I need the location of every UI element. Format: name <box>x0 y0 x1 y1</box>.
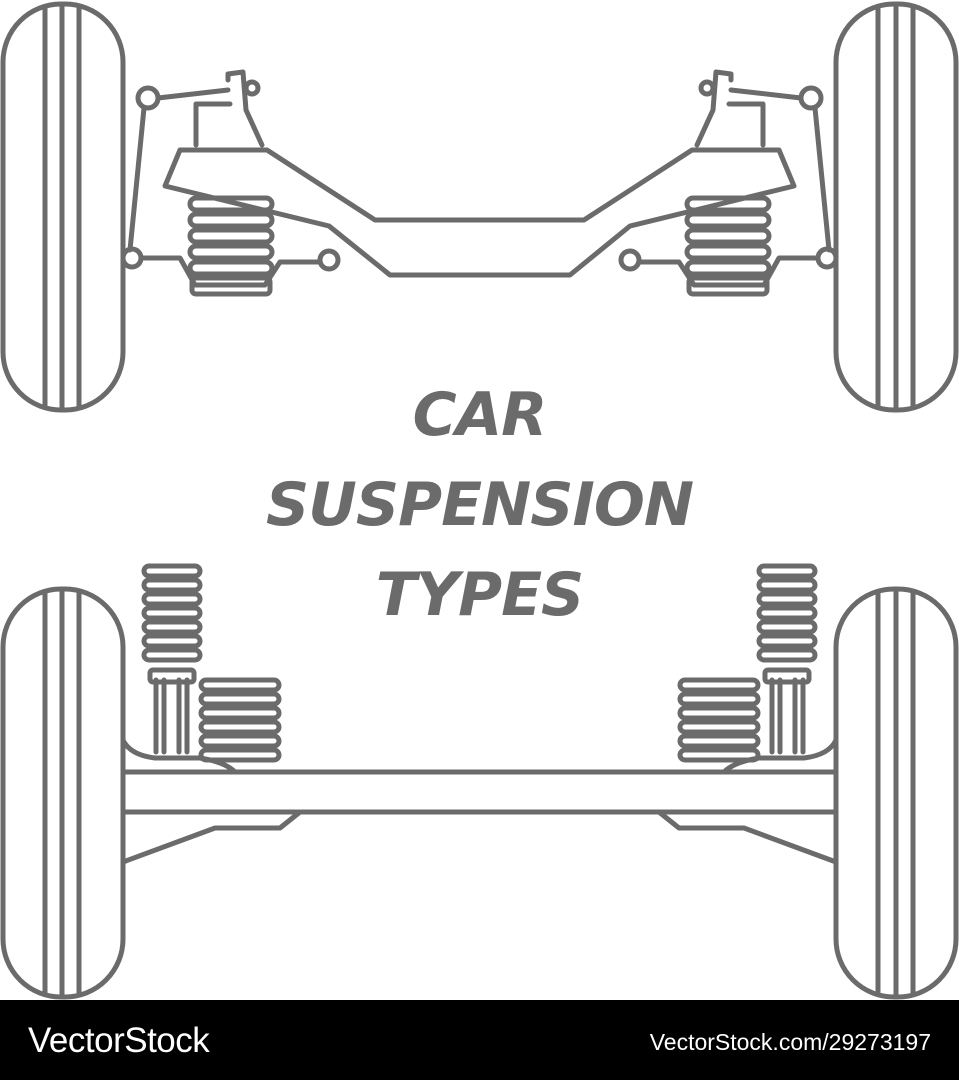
axle-beam <box>120 769 839 815</box>
wheel-bottom-left <box>0 586 126 1000</box>
coil-spring-top-left <box>187 195 275 297</box>
hub-mount-right <box>721 737 839 775</box>
shock-absorber-right <box>762 667 812 755</box>
title-line-3: TYPES <box>375 560 585 630</box>
lower-arm-right <box>636 255 821 288</box>
watermark-stock-id: VectorStock.com/29273197 <box>649 1029 931 1055</box>
lower-arm-left <box>138 255 323 288</box>
rigid-axle-diagram <box>0 563 959 1000</box>
trailing-arm-right <box>656 809 839 865</box>
coil-spring-bottom-right-lower <box>677 677 761 763</box>
trailing-arm-left <box>120 809 303 865</box>
hub-mount-left <box>120 737 238 775</box>
watermark-brand: VectorStock <box>28 1021 210 1060</box>
independent-suspension-diagram <box>0 1 959 413</box>
coil-spring-bottom-left-lower <box>198 677 282 763</box>
title-line-1: CAR <box>412 380 548 450</box>
steering-knuckle-left <box>120 69 265 270</box>
crossmember <box>162 147 797 278</box>
watermark-footer: VectorStock VectorStock.com/29273197 <box>0 1000 959 1080</box>
coil-spring-bottom-left-upper <box>141 563 203 663</box>
suspension-illustration <box>0 1 959 1000</box>
title-line-2: SUSPENSION <box>265 470 694 540</box>
wheel-bottom-right <box>833 586 959 1000</box>
wheel-top-left <box>0 1 126 413</box>
steering-knuckle-right <box>694 69 839 270</box>
wheel-top-right <box>833 1 959 413</box>
coil-spring-top-right <box>684 195 772 297</box>
shock-absorber-left <box>147 667 197 755</box>
coil-spring-bottom-right-upper <box>756 563 818 663</box>
